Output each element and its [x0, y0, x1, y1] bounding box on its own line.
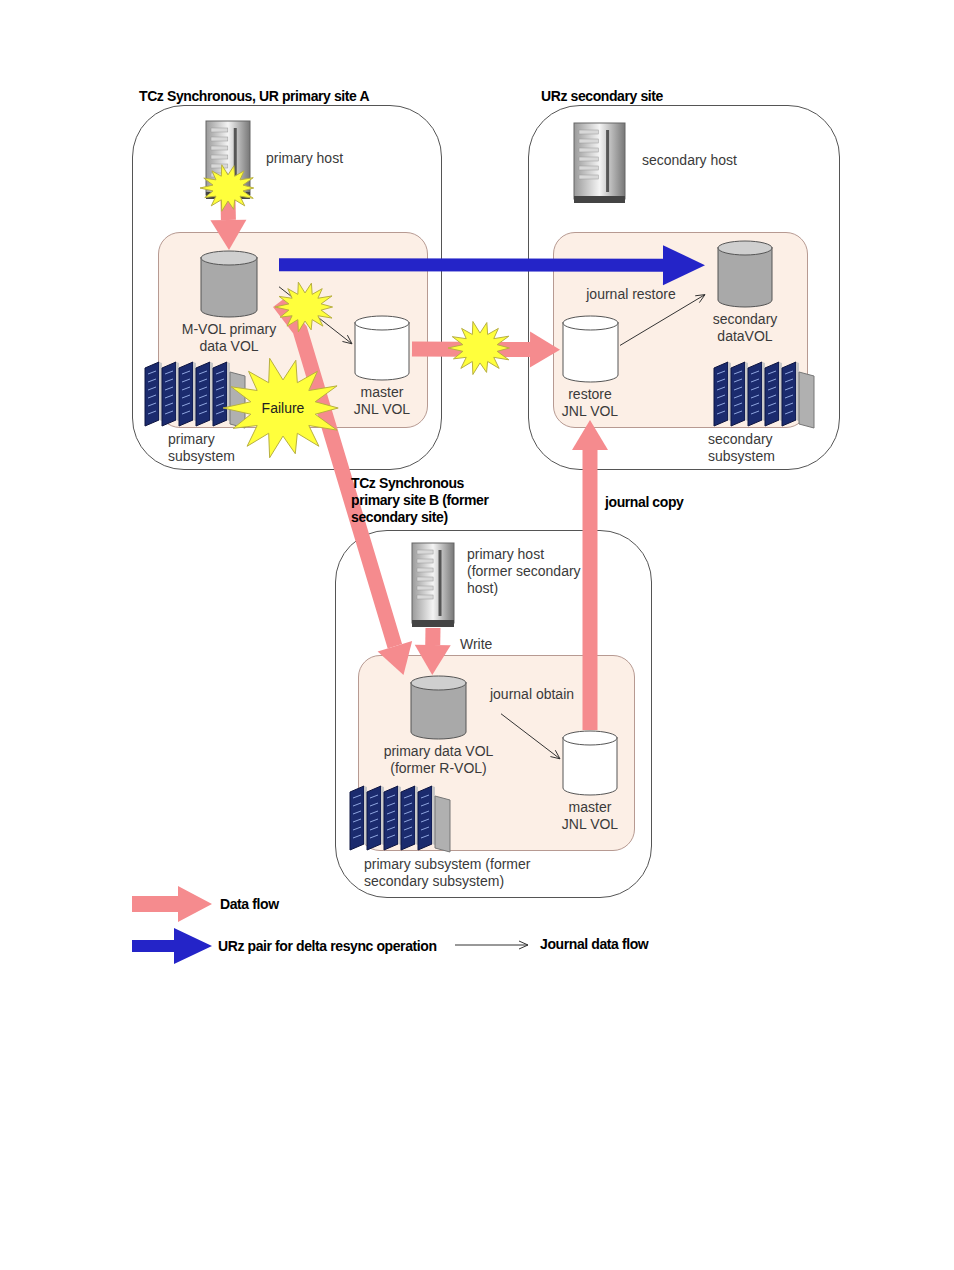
cylinder-shape — [562, 315, 619, 383]
legend-text: Data flow — [220, 896, 279, 913]
host-server: secondary host — [572, 122, 627, 204]
cylinder-shape — [200, 250, 258, 318]
legend-sample — [132, 928, 212, 964]
node-label: secondary subsystem — [708, 431, 788, 465]
volume-cylinder: master JNL VOL — [560, 730, 620, 833]
volume-cylinder: restore JNL VOL — [560, 315, 620, 420]
volume-cylinder: M-VOL primary data VOL — [179, 250, 279, 355]
node-label: restore JNL VOL — [560, 386, 620, 420]
failure-burst — [448, 321, 509, 374]
storage-rack — [350, 786, 450, 852]
arrow-head — [342, 335, 352, 344]
edge-label: journal obtain — [488, 686, 576, 703]
node-label: master JNL VOL — [560, 799, 620, 833]
node-label: primary host (former secondary host) — [467, 546, 585, 597]
connector-line — [425, 628, 440, 645]
cylinder-top — [718, 241, 772, 255]
storage-rack — [145, 362, 245, 428]
cylinder-top — [563, 316, 618, 330]
failure-burst — [275, 282, 333, 332]
failure-burst — [200, 165, 254, 211]
volume-cylinder: secondary dataVOL — [705, 240, 785, 345]
edge-label: Write — [458, 636, 494, 653]
server-icon — [572, 122, 627, 204]
volume-cylinder: master JNL VOL — [352, 315, 412, 418]
node-label: secondary dataVOL — [705, 311, 785, 345]
failure-label: Failure — [262, 400, 305, 417]
site-title: TCz Synchronous primary site B (former s… — [351, 475, 501, 526]
data-flow-arrow — [572, 420, 608, 730]
data-flow-arrow — [210, 200, 246, 250]
legend-text: Journal data flow — [540, 936, 648, 953]
edge-label: journal restore — [584, 286, 678, 303]
connector-line — [279, 258, 663, 271]
arrow-head — [572, 420, 608, 450]
node-label: primary host — [266, 150, 314, 167]
server-icon — [410, 542, 456, 628]
cylinder-body — [201, 257, 257, 317]
arrow-head — [695, 295, 705, 303]
cylinder-top — [201, 251, 257, 265]
data-flow-arrow — [279, 303, 412, 676]
resync-pair-arrow — [279, 245, 705, 285]
node-label: M-VOL primary data VOL — [179, 321, 279, 355]
host-server: primary host (former secondary host) — [410, 542, 456, 628]
cylinder-body — [355, 322, 409, 380]
connector-line — [583, 450, 598, 730]
volume-cylinder: primary data VOL (former R-VOL) — [376, 675, 501, 777]
arrow-head — [550, 750, 560, 759]
connector-line — [279, 303, 395, 647]
legend-sample — [132, 886, 212, 922]
connector-line — [501, 714, 560, 759]
arrow-head — [210, 220, 246, 250]
cylinder-body — [563, 737, 617, 795]
node-label: primary subsystem — [168, 431, 248, 465]
cylinder-body — [718, 247, 772, 307]
failure-burst — [223, 358, 338, 457]
data-flow-arrow — [415, 628, 451, 675]
node-label: secondary host — [642, 152, 697, 169]
journal-flow-arrow — [501, 714, 560, 759]
cylinder-shape — [354, 315, 410, 381]
arrow-head — [378, 641, 412, 675]
arrow-head — [415, 645, 451, 675]
arrow-head — [663, 245, 705, 285]
site-title: URz secondary site — [541, 88, 851, 105]
node-label: master JNL VOL — [352, 384, 412, 418]
legend-text: URz pair for delta resync operation — [218, 938, 437, 955]
cylinder-top — [355, 316, 409, 330]
cylinder-shape — [410, 675, 467, 740]
cylinder-shape — [562, 730, 618, 796]
edge-label: journal copy — [603, 494, 685, 511]
storage-rack — [714, 362, 814, 428]
site-title: TCz Synchronous, UR primary site A — [139, 88, 447, 105]
cylinder-body — [411, 682, 466, 739]
node-label: primary data VOL (former R-VOL) — [376, 743, 501, 777]
arrow-head — [530, 332, 560, 368]
cylinder-body — [563, 322, 618, 382]
cylinder-shape — [717, 240, 773, 308]
node-label: primary subsystem (former secondary subs… — [364, 856, 596, 890]
cylinder-top — [563, 731, 617, 745]
cylinder-top — [411, 676, 466, 690]
legend-sample — [455, 941, 528, 949]
